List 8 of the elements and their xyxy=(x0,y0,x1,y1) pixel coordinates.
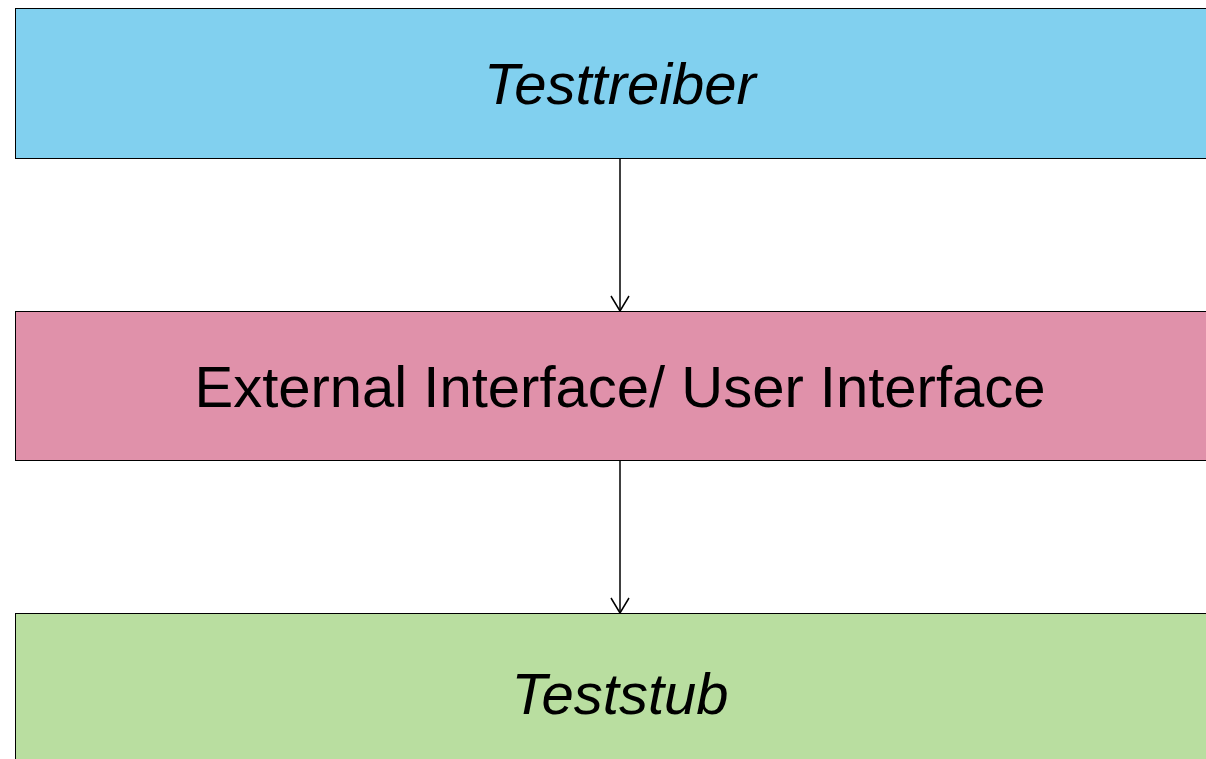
box-label: Teststub xyxy=(511,659,729,727)
arrow xyxy=(610,460,630,614)
process-box xyxy=(15,8,1206,159)
box-label: External Interface/ User Interface xyxy=(194,352,1046,420)
process-box xyxy=(15,311,1206,461)
process-box xyxy=(15,613,1206,759)
box-label: Testtreiber xyxy=(484,50,756,117)
arrow xyxy=(610,158,630,312)
